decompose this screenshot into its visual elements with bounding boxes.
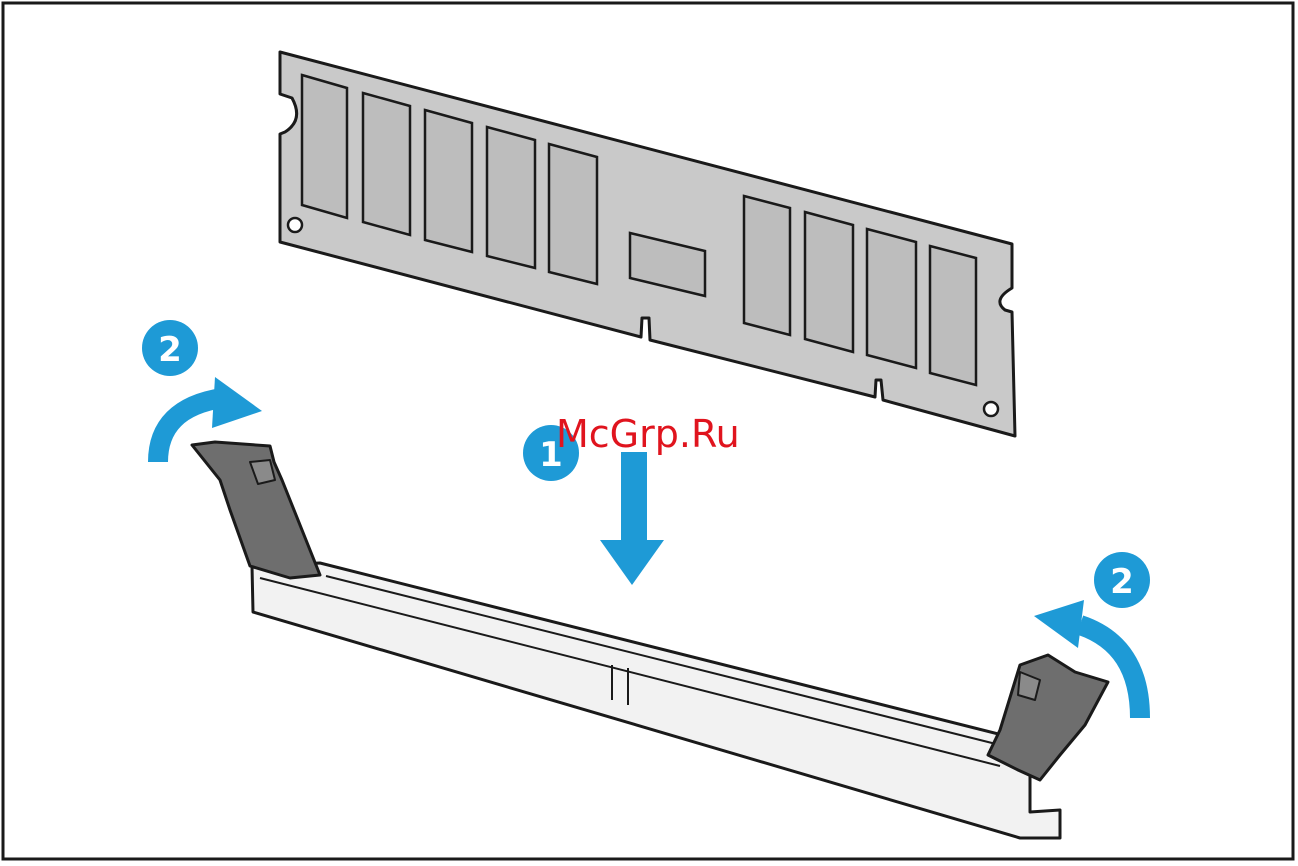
mounting-hole xyxy=(288,218,302,232)
memory-chip xyxy=(805,212,853,352)
step-number: 2 xyxy=(158,330,182,370)
memory-chip xyxy=(487,127,535,268)
memory-chip xyxy=(425,110,472,252)
insert-arrow-shaft xyxy=(621,452,647,544)
memory-chip xyxy=(363,93,410,235)
memory-chip xyxy=(930,246,976,385)
step-badge-right-latch: 2 xyxy=(1094,552,1150,608)
memory-chip xyxy=(867,229,916,368)
step-badge-left-latch: 2 xyxy=(142,320,198,376)
memory-chip xyxy=(744,196,790,335)
memory-chip xyxy=(302,75,347,218)
watermark-text: McGrp.Ru xyxy=(556,412,740,456)
step-number: 2 xyxy=(1110,562,1134,602)
memory-chip xyxy=(549,144,597,284)
mounting-hole xyxy=(984,402,998,416)
